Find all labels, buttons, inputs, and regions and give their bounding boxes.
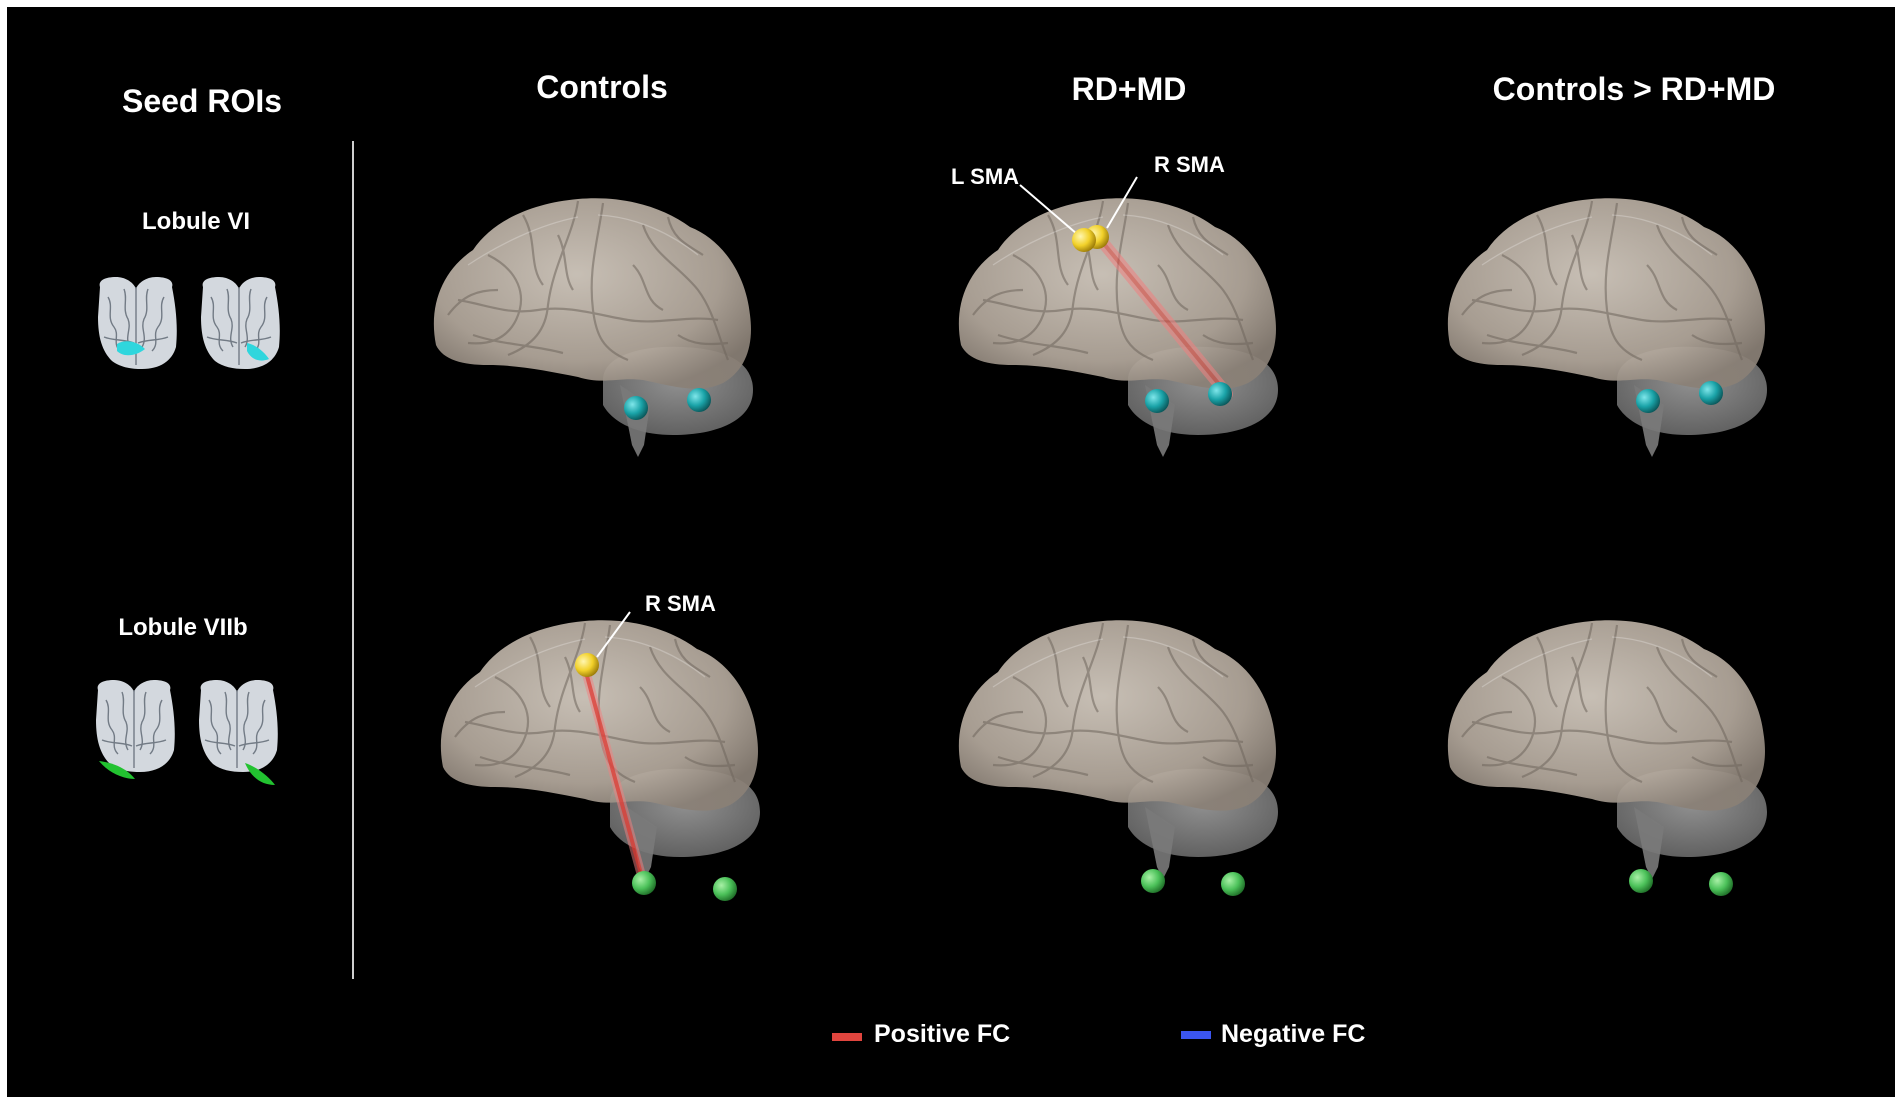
cerebellar-node-right [1221,872,1245,896]
label-r-sma: R SMA [645,591,716,616]
col-title-rd-md: RD+MD [1071,71,1187,107]
cerebellar-node-right [1208,382,1232,406]
legend-swatch-negative-fc [1181,1031,1211,1039]
legend-swatch-positive-fc [832,1033,862,1041]
cortical-node-l-sma [1072,228,1096,252]
seed-roi-lobule-viib-left [95,679,176,779]
positive-fc-edge [1094,233,1233,400]
brain-lobule-vi-controls [432,197,755,459]
cerebellar-node-left [1629,869,1653,893]
col-title-controls: Controls [536,69,668,105]
cerebellar-node-right [1699,381,1723,405]
seed-roi-lobule-vi-left [97,276,178,370]
row-title-lobule-viib: Lobule VIIb [118,614,248,641]
positive-fc-edge [579,660,648,886]
seed-roi-lobule-viib-right [198,679,279,785]
legend-label-positive-fc: Positive FC [874,1020,1011,1048]
brain-lobule-vi-rd-md [957,176,1280,459]
figure-canvas: Seed ROIs Controls RD+MD Controls > RD+M… [7,7,1895,1097]
cerebellar-node-left [1145,389,1169,413]
cerebellar-node-left [624,396,648,420]
lobule-vi-roi-highlight-right [247,343,269,361]
label-r-sma: R SMA [1154,152,1225,177]
figure-graphics [95,176,1769,901]
label-leader-r-sma [596,611,631,658]
label-l-sma: L SMA [951,164,1020,189]
cerebellar-node-left [1636,389,1660,413]
legend-label-negative-fc: Negative FC [1221,1020,1366,1048]
brain-lobule-viib-controls [439,611,762,901]
label-leader-l-sma [1019,184,1078,235]
cerebellar-node-right [687,388,711,412]
col-title-controls-gt-rd-md: Controls > RD+MD [1492,71,1776,107]
col-title-seed-rois: Seed ROIs [121,83,283,119]
lobule-vi-roi-highlight-left [117,341,145,356]
lobule-viib-roi-highlight-right [245,763,275,785]
cerebellar-node-left [632,871,656,895]
cerebellar-node-right [1709,872,1733,896]
column-divider [352,141,354,979]
brain-lobule-vi-contrast [1446,197,1769,459]
cerebellar-node-right [713,877,737,901]
brain-lobule-viib-rd-md [957,619,1280,896]
label-leader-r-sma [1106,176,1138,229]
brain-lobule-viib-contrast [1446,619,1769,896]
lobule-viib-roi-highlight-left [99,761,135,779]
cerebellar-node-left [1141,869,1165,893]
row-title-lobule-vi: Lobule VI [142,208,250,235]
seed-roi-lobule-vi-right [200,276,281,370]
cortical-node-r-sma [575,653,599,677]
